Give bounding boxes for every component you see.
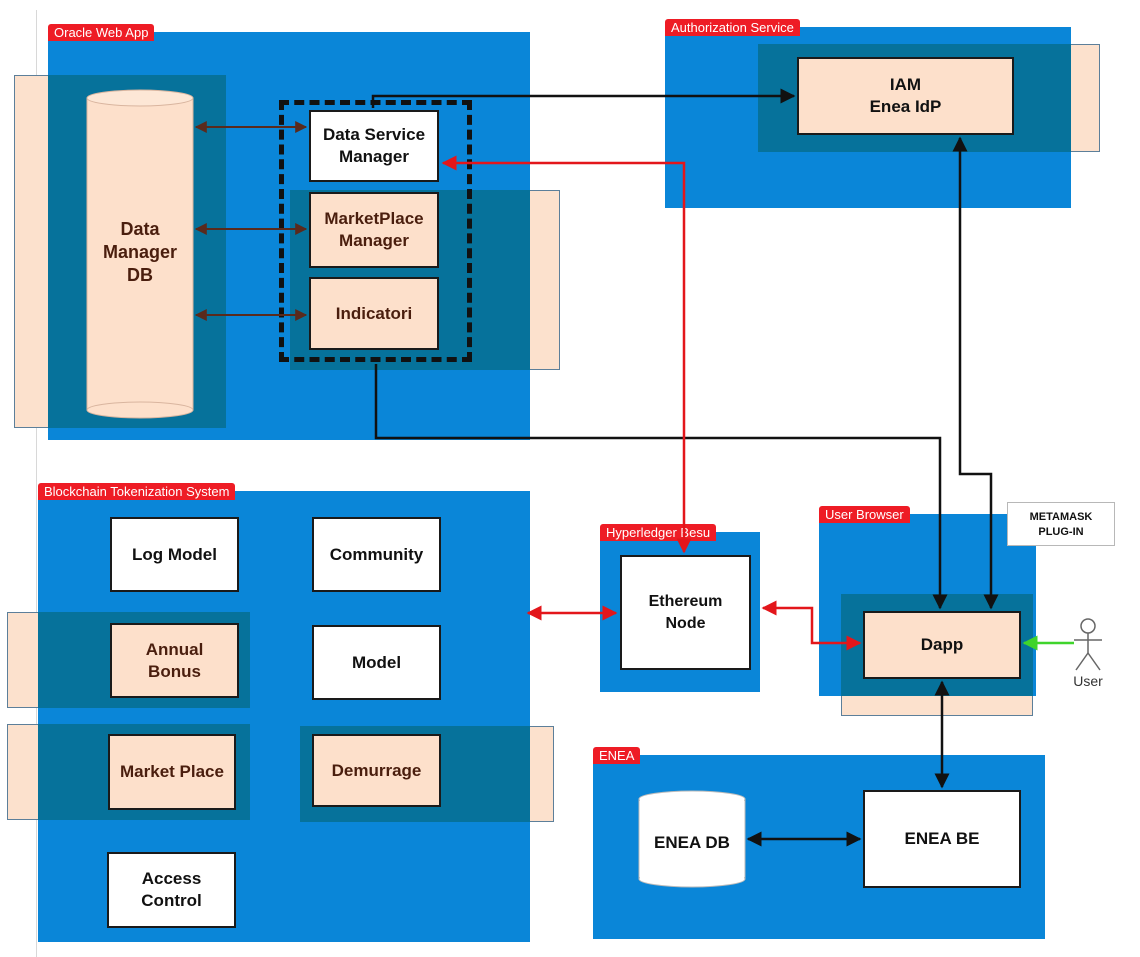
indicatori-to-dapp-arrow [374,364,948,610]
authorization-service-tag: Authorization Service [665,19,800,36]
enea-db-cylinder [638,790,746,888]
market-place-box: Market Place [108,734,236,810]
user-browser-tag: User Browser [819,506,910,523]
demurrage-box: Demurrage [312,734,441,807]
ethereum-to-dapp-arrow [761,600,862,651]
data-manager-db-label: Data Manager DB [102,219,178,285]
left-guide-line [36,10,37,957]
dapp-box: Dapp [863,611,1021,679]
annual-bonus-box: Annual Bonus [110,623,239,698]
access-control-box: Access Control [107,852,236,928]
indicatori-box: Indicatori [309,277,439,350]
enea-be-box: ENEA BE [863,790,1021,888]
enea-tag: ENEA [593,747,641,764]
ethereum-to-data-service-arrow [441,155,692,554]
iam-to-dapp-arrow [952,136,999,610]
user-actor-label: User [1073,673,1103,689]
data-service-manager-box: Data Service Manager [309,110,439,182]
community-box: Community [312,517,441,592]
log-model-box: Log Model [110,517,239,592]
ethereum-node-box: Ethereum Node [620,555,751,670]
user-actor-icon [1074,618,1102,671]
model-box: Model [312,625,441,700]
enea-db-label: ENEA DB [654,833,730,852]
data-manager-db-cylinder [86,89,194,419]
oracle-web-app-tag: Oracle Web App [48,24,155,41]
data-service-to-iam-arrow [371,88,796,108]
iam-enea-idp-box: IAM Enea IdP [797,57,1014,135]
marketplace-manager-box: MarketPlace Manager [309,192,439,268]
blockchain-tokenization-tag: Blockchain Tokenization System [38,483,236,500]
metamask-plugin-label: METAMASK PLUG-IN [1007,502,1115,546]
